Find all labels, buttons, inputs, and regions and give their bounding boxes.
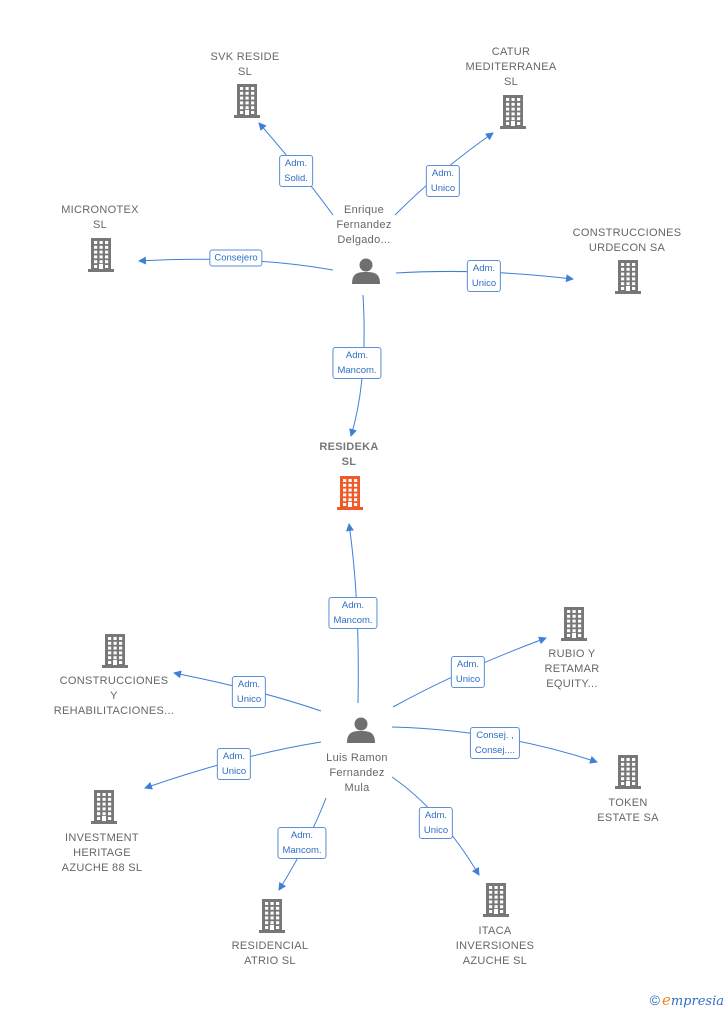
edge-label-luis-to-itaca[interactable]: Adm. Unico xyxy=(418,807,454,839)
node-label-line: CONSTRUCCIONES xyxy=(572,227,682,239)
edge-label-line: Adm. xyxy=(341,600,365,611)
edge-label-luis-to-resideka[interactable]: Adm. Mancom. xyxy=(328,597,378,629)
node-label-line: REHABILITACIONES... xyxy=(53,705,175,717)
person-icon-enrique[interactable] xyxy=(352,258,380,285)
node-label-line: AZUCHE SL xyxy=(462,955,528,967)
edge-label-luis-to-rubio[interactable]: Adm. Unico xyxy=(450,656,486,688)
node-label-line: RESIDENCIAL xyxy=(231,940,309,952)
edge-label-enrique-to-urdecon[interactable]: Adm. Unico xyxy=(466,260,502,292)
node-label-line: RESIDEKA xyxy=(319,441,379,453)
node-label-micronotex[interactable]: MICRONOTEX SL xyxy=(61,203,139,233)
node-label-line: RUBIO Y xyxy=(548,648,596,660)
node-label-line: AZUCHE 88 SL xyxy=(61,862,143,874)
node-label-line: Mula xyxy=(344,782,370,794)
edge-label-luis-to-construcciones_y[interactable]: Adm. Unico xyxy=(231,676,267,708)
node-label-svk[interactable]: SVK RESIDE SL xyxy=(210,50,279,80)
node-label-line: HERITAGE xyxy=(73,847,131,859)
edge-label-enrique-to-catur[interactable]: Adm. Unico xyxy=(425,165,461,197)
edge-label-line: Unico xyxy=(430,183,456,194)
edge-label-line: Unico xyxy=(455,674,481,685)
edge-label-line: Adm. xyxy=(222,751,246,762)
node-label-line: SL xyxy=(237,66,253,78)
node-label-urdecon[interactable]: CONSTRUCCIONES URDECON SA xyxy=(573,226,682,256)
building-icon-investment[interactable] xyxy=(91,790,117,824)
node-label-line: Enrique xyxy=(343,204,385,216)
person-icon-luis[interactable] xyxy=(347,717,375,744)
edge-label-enrique-to-svk[interactable]: Adm. Solid. xyxy=(279,155,313,187)
footer-brand: ©empresia xyxy=(650,991,724,1009)
edge-label-luis-to-residencial[interactable]: Adm. Mancom. xyxy=(277,827,327,859)
edge-label-line: Adm. xyxy=(431,168,455,179)
copyright-symbol: © xyxy=(649,992,660,1008)
node-label-line: Fernandez xyxy=(329,767,385,779)
edge-label-line: Adm. xyxy=(237,679,261,690)
node-label-line: Delgado... xyxy=(337,234,391,246)
node-label-line: TOKEN xyxy=(608,797,648,809)
building-icon-resideka[interactable] xyxy=(337,476,363,510)
building-icon-svk[interactable] xyxy=(234,84,260,118)
edge-label-enrique-to-resideka[interactable]: Adm. Mancom. xyxy=(332,347,382,379)
edge-label-luis-to-investment[interactable]: Adm. Unico xyxy=(216,748,252,780)
node-label-line: SVK RESIDE xyxy=(210,51,280,63)
node-label-line: SL xyxy=(503,76,519,88)
node-label-resideka[interactable]: RESIDEKA SL xyxy=(319,440,378,470)
building-icon-residencial[interactable] xyxy=(259,899,285,933)
building-icon-micronotex[interactable] xyxy=(88,238,114,272)
edge-label-luis-to-token[interactable]: Consej. , Consej.... xyxy=(469,727,521,759)
building-icon-catur[interactable] xyxy=(500,95,526,129)
edge-label-line: Adm. xyxy=(456,659,480,670)
building-icon-rubio[interactable] xyxy=(561,607,587,641)
edge-label-line: Consejero xyxy=(214,252,258,264)
node-label-line: RETAMAR xyxy=(544,663,600,675)
edge-label-line: Adm. xyxy=(424,810,448,821)
node-label-rubio[interactable]: RUBIO Y RETAMAR EQUITY... xyxy=(544,647,599,692)
node-label-residencial[interactable]: RESIDENCIAL ATRIO SL xyxy=(232,939,309,969)
building-icon-itaca[interactable] xyxy=(483,883,509,917)
node-label-line: CONSTRUCCIONES xyxy=(59,675,169,687)
node-label-investment[interactable]: INVESTMENT HERITAGE AZUCHE 88 SL xyxy=(62,831,143,876)
node-label-token[interactable]: TOKEN ESTATE SA xyxy=(597,796,659,826)
node-label-line: MEDITERRANEA xyxy=(465,61,557,73)
edge-label-line: Unico xyxy=(221,766,247,777)
edge-label-line: Unico xyxy=(471,278,497,289)
edge-label-line: Adm. xyxy=(290,830,314,841)
edge-label-line: Adm. xyxy=(284,158,308,169)
building-icon-token[interactable] xyxy=(615,755,641,789)
node-label-itaca[interactable]: ITACA INVERSIONES AZUCHE SL xyxy=(456,924,535,969)
edge-label-line: Adm. xyxy=(345,350,369,361)
node-label-line: MICRONOTEX xyxy=(61,204,139,216)
node-label-catur[interactable]: CATUR MEDITERRANEA SL xyxy=(466,45,557,90)
node-label-line: ESTATE SA xyxy=(597,812,659,824)
node-label-line: Fernandez xyxy=(336,219,392,231)
edge-label-line: Mancom. xyxy=(337,365,377,376)
building-icon-construcciones_y[interactable] xyxy=(102,634,128,668)
edge-label-line: Adm. xyxy=(472,263,496,274)
node-label-line: CATUR xyxy=(491,46,531,58)
node-label-construcciones_y[interactable]: CONSTRUCCIONES Y REHABILITACIONES... xyxy=(54,674,174,719)
node-label-line: ITACA xyxy=(478,925,512,937)
node-label-line: EQUITY... xyxy=(546,678,598,690)
edge-label-line: Solid. xyxy=(284,173,308,184)
node-label-line: SL xyxy=(341,456,357,468)
node-label-line: ATRIO SL xyxy=(244,955,296,967)
brand-initial: e xyxy=(661,991,671,1009)
node-label-line: Y xyxy=(110,690,118,702)
edge-label-enrique-to-micronotex[interactable]: Consejero xyxy=(209,249,263,267)
edge-label-line: Consej. , xyxy=(476,730,514,741)
building-icon-urdecon[interactable] xyxy=(615,260,641,294)
node-label-line: INVERSIONES xyxy=(455,940,535,952)
node-label-line: URDECON SA xyxy=(588,242,666,254)
node-label-line: INVESTMENT xyxy=(65,832,139,844)
node-label-line: Luis Ramon xyxy=(326,752,388,764)
node-label-line: SL xyxy=(92,219,108,231)
edge-label-line: Consej.... xyxy=(474,745,516,756)
brand-name: mpresia xyxy=(670,994,724,1009)
edge-label-line: Unico xyxy=(236,694,262,705)
edge-label-line: Mancom. xyxy=(333,615,373,626)
edge-label-line: Unico xyxy=(423,825,449,836)
edge-label-line: Mancom. xyxy=(282,845,322,856)
